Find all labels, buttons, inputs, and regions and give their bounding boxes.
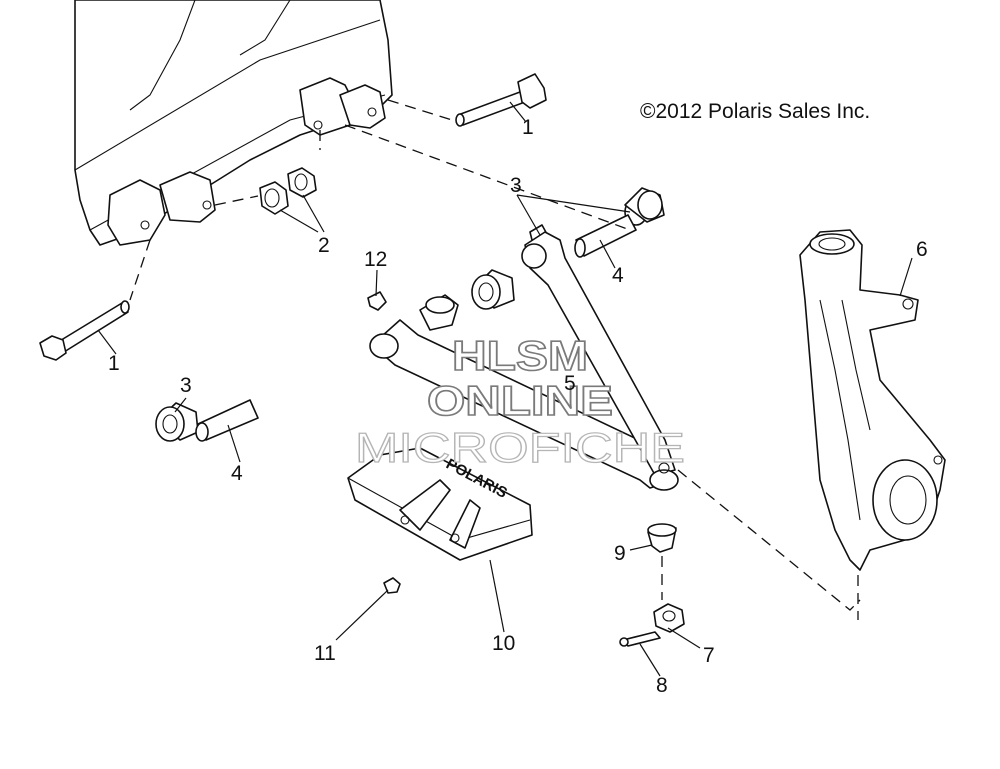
sleeve-left [195,399,259,442]
cotter-pin [619,631,661,647]
watermark-line-3: MICROFICHE [355,424,685,471]
bushing-mid [419,294,459,331]
callout-1-top: 1 [522,116,534,139]
sleeve-top [574,214,637,258]
callout-3-left: 3 [180,374,192,397]
watermark-line-1: HLSM [452,332,588,379]
callout-labels: 1 2 3 4 12 1 3 4 5 6 9 7 8 10 11 [108,116,928,697]
callout-4-top: 4 [612,264,624,287]
callout-3-top: 3 [510,174,522,197]
callout-4-left: 4 [231,462,243,485]
steering-knuckle [799,229,946,571]
callout-7: 7 [703,644,715,667]
watermark-line-2: ONLINE [427,377,613,424]
frame-section [74,0,393,246]
callout-10: 10 [492,632,515,655]
castle-nut [653,603,685,633]
nut-pair [259,167,317,215]
leader-lines [97,101,913,677]
callout-5: 5 [564,372,576,395]
callout-1-left: 1 [108,352,120,375]
callout-8: 8 [656,674,668,697]
bushing-top-center [471,269,515,310]
callout-12: 12 [364,248,387,271]
bolt-top [455,73,547,127]
callout-6: 6 [916,238,928,261]
a-arm [369,231,679,491]
callout-11: 11 [314,642,336,665]
grease-fitting-lower [367,291,387,311]
bolt-left [39,300,130,361]
dust-cover [647,523,677,553]
copyright-notice: ©2012 Polaris Sales Inc. [640,100,870,123]
watermark: HLSM ONLINE MICROFICHE [354,331,685,471]
bushing-left [155,402,199,442]
callout-9: 9 [614,542,626,565]
assembly-dashes [129,99,861,620]
callout-2: 2 [318,234,330,257]
